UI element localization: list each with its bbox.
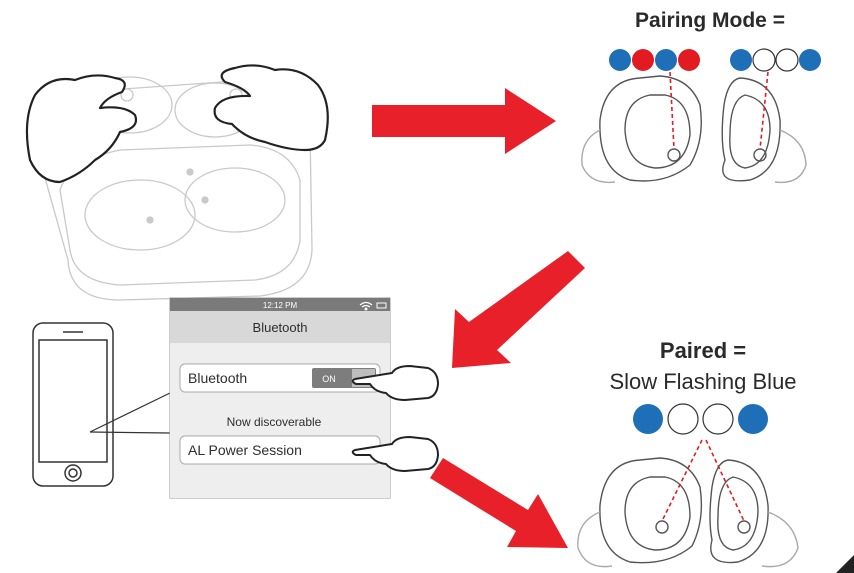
led-dot-blue	[738, 404, 768, 434]
arrow-icon	[372, 88, 556, 154]
led-dot-blue	[730, 49, 752, 71]
led-dot-red	[678, 49, 700, 71]
bluetooth-settings-screen: 12:12 PM Bluetooth Bluetooth ON Now disc…	[169, 297, 391, 499]
earbud-icon	[577, 457, 703, 568]
led-dot-white	[775, 48, 799, 72]
pairing-mode-title: Pairing Mode =	[635, 9, 785, 32]
earbud-icon	[721, 77, 807, 184]
led-dot-white	[752, 48, 776, 72]
bluetooth-row-label: Bluetooth	[188, 370, 247, 386]
arrow-icon	[452, 251, 585, 368]
paired-subtitle: Slow Flashing Blue	[609, 369, 796, 394]
pairing-led-sequence	[609, 48, 821, 72]
led-dot-blue	[799, 49, 821, 71]
led-dot-blue	[655, 49, 677, 71]
right-hand-icon	[213, 64, 329, 152]
device-name: AL Power Session	[188, 442, 302, 458]
paired-led-sequence	[633, 403, 768, 435]
discoverable-text: Now discoverable	[227, 415, 322, 429]
led-dot-red	[632, 49, 654, 71]
hand-pointer-icon	[351, 365, 439, 401]
hand-pointer-icon	[351, 436, 439, 472]
status-time: 12:12 PM	[263, 301, 298, 310]
toggle-label: ON	[322, 374, 336, 384]
earbud-icon	[709, 459, 799, 568]
screen-header-title: Bluetooth	[253, 320, 308, 335]
smartphone-icon	[32, 322, 114, 487]
paired-title: Paired =	[660, 338, 746, 363]
corner-mark-icon	[836, 555, 854, 573]
wifi-icon	[359, 301, 373, 311]
arrow-icon	[430, 458, 568, 548]
led-dot-blue	[633, 404, 663, 434]
earbud-icon	[581, 75, 702, 184]
led-dot-white	[702, 403, 734, 435]
left-hand-icon	[25, 74, 138, 184]
led-dot-white	[667, 403, 699, 435]
led-dot-blue	[609, 49, 631, 71]
